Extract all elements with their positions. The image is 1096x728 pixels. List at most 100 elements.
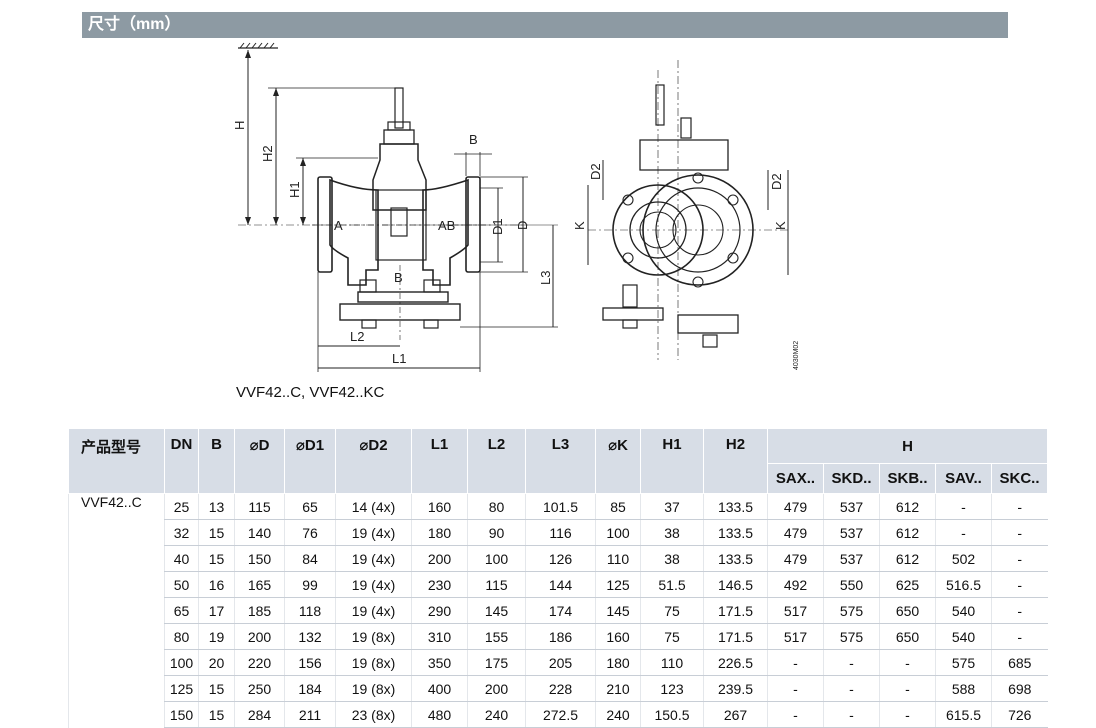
table-cell: 160 <box>411 493 468 520</box>
table-cell: 537 <box>823 519 880 546</box>
table-cell: 239.5 <box>703 675 768 702</box>
column-subheader: SKC.. <box>991 463 1048 494</box>
table-cell: - <box>767 701 824 728</box>
table-cell: 80 <box>467 493 526 520</box>
label-K-left: K <box>572 221 587 230</box>
table-cell: 85 <box>595 493 641 520</box>
table-cell: 516.5 <box>935 571 992 598</box>
column-group-header-H: H <box>767 429 1048 464</box>
section-title: 尺寸（mm） <box>88 16 181 33</box>
column-header: L2 <box>467 429 526 494</box>
table-cell: - <box>823 701 880 728</box>
table-cell: 537 <box>823 493 880 520</box>
table-cell: 171.5 <box>703 623 768 650</box>
model-cell: VVF42..C <box>68 493 165 728</box>
column-header: L3 <box>525 429 596 494</box>
table-cell: - <box>991 519 1048 546</box>
table-cell: - <box>879 675 936 702</box>
column-header: H2 <box>703 429 768 494</box>
table-cell: 40 <box>164 545 199 572</box>
table-cell: 184 <box>284 675 336 702</box>
table-cell: 267 <box>703 701 768 728</box>
table-cell: 19 (4x) <box>335 545 412 572</box>
table-cell: 23 (8x) <box>335 701 412 728</box>
section-title-bar: 尺寸（mm） <box>82 12 1008 38</box>
label-L2: L2 <box>350 329 364 344</box>
table-cell: 19 (4x) <box>335 571 412 598</box>
table-cell: 75 <box>640 623 704 650</box>
table-cell: - <box>823 649 880 676</box>
table-cell: 25 <box>164 493 199 520</box>
table-cell: - <box>935 519 992 546</box>
table-cell: 99 <box>284 571 336 598</box>
table-cell: 205 <box>525 649 596 676</box>
column-header: ⌀D2 <box>335 429 412 494</box>
table-cell: 76 <box>284 519 336 546</box>
table-cell: 615.5 <box>935 701 992 728</box>
table-cell: 180 <box>595 649 641 676</box>
table-cell: 13 <box>198 493 235 520</box>
column-header: B <box>198 429 235 494</box>
label-D1: D1 <box>490 218 505 235</box>
table-cell: 492 <box>767 571 824 598</box>
table-cell: 650 <box>879 623 936 650</box>
table-cell: 19 (4x) <box>335 597 412 624</box>
label-B-bottom: B <box>394 270 403 285</box>
table-cell: 20 <box>198 649 235 676</box>
table-cell: 116 <box>525 519 596 546</box>
table-cell: 37 <box>640 493 704 520</box>
table-cell: 180 <box>411 519 468 546</box>
table-cell: 144 <box>525 571 596 598</box>
table-cell: 479 <box>767 545 824 572</box>
column-header: ⌀D1 <box>284 429 336 494</box>
table-cell: 133.5 <box>703 493 768 520</box>
table-cell: 126 <box>525 545 596 572</box>
table-cell: 240 <box>595 701 641 728</box>
table-cell: 200 <box>234 623 285 650</box>
table-cell: 19 (4x) <box>335 519 412 546</box>
table-cell: 200 <box>411 545 468 572</box>
table-cell: 220 <box>234 649 285 676</box>
label-AB: AB <box>438 218 455 233</box>
column-subheader: SAV.. <box>935 463 992 494</box>
label-L1: L1 <box>392 351 406 366</box>
table-cell: 65 <box>284 493 336 520</box>
table-cell: - <box>767 675 824 702</box>
table-cell: 540 <box>935 623 992 650</box>
table-cell: 100 <box>595 519 641 546</box>
table-header-row: 产品型号 DN B ⌀D ⌀D1 ⌀D2 L1 L2 L3 ⌀K H1 H2 H <box>68 429 1048 494</box>
table-cell: 517 <box>767 597 824 624</box>
table-cell: 101.5 <box>525 493 596 520</box>
table-cell: 165 <box>234 571 285 598</box>
table-cell: 186 <box>525 623 596 650</box>
table-cell: 115 <box>467 571 526 598</box>
table-cell: 15 <box>198 519 235 546</box>
table-cell: - <box>991 597 1048 624</box>
table-cell: 175 <box>467 649 526 676</box>
table-cell: - <box>935 493 992 520</box>
table-cell: - <box>767 649 824 676</box>
column-subheader: SKD.. <box>823 463 880 494</box>
table-cell: 133.5 <box>703 519 768 546</box>
table-cell: 211 <box>284 701 336 728</box>
table-cell: 150.5 <box>640 701 704 728</box>
table-cell: 400 <box>411 675 468 702</box>
table-cell: - <box>879 649 936 676</box>
label-B-top: B <box>469 132 478 147</box>
table-subheader-row: SAX.. SKD.. SKB.. SAV.. SKC.. <box>69 463 1048 494</box>
table-cell: 612 <box>879 493 936 520</box>
valve-dimension-drawing: H H2 H1 A AB B D1 D B L3 L <box>232 42 800 372</box>
label-L3: L3 <box>538 271 553 285</box>
table-cell: 575 <box>935 649 992 676</box>
table-cell: 19 (8x) <box>335 623 412 650</box>
label-K-right: K <box>773 221 788 230</box>
table-cell: 517 <box>767 623 824 650</box>
drawing-caption: VVF42..C, VVF42..KC <box>236 384 385 401</box>
table-cell: 118 <box>284 597 336 624</box>
table-cell: 14 (4x) <box>335 493 412 520</box>
label-H: H <box>232 121 247 130</box>
table-cell: 174 <box>525 597 596 624</box>
